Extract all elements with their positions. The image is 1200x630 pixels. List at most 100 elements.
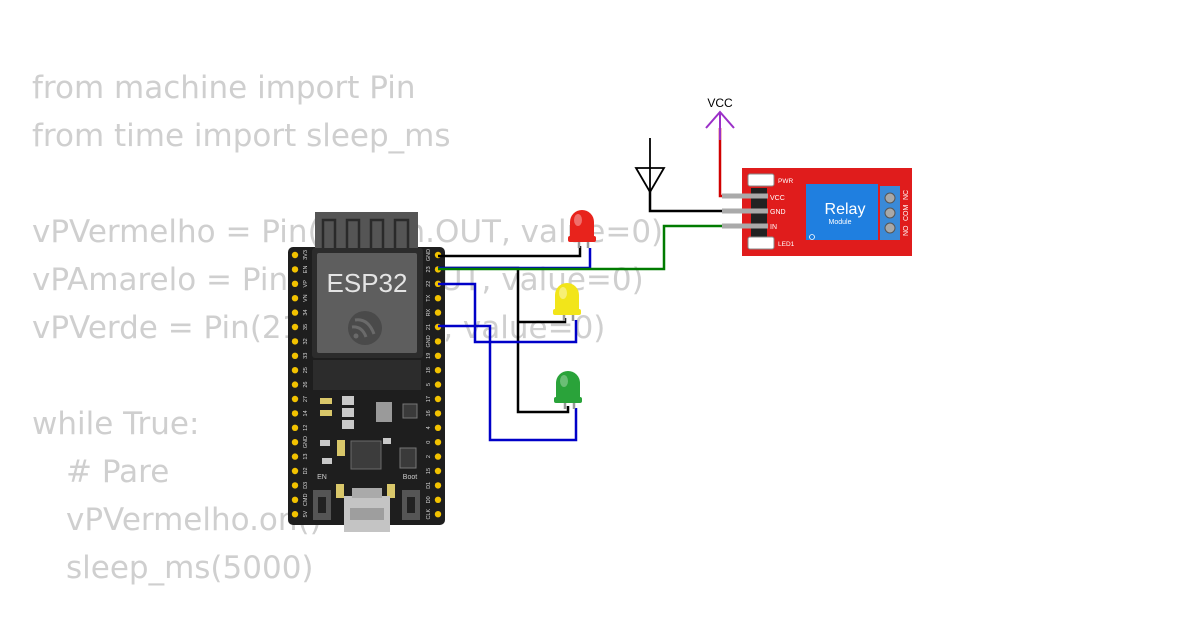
esp32-pin-pad[interactable]	[434, 467, 442, 475]
esp32-pin-label: 4	[426, 426, 432, 429]
relay-title: Relay	[825, 201, 866, 218]
relay-body	[806, 184, 878, 240]
esp32-pin-label: EN	[303, 266, 309, 274]
smd-component	[383, 438, 391, 444]
esp32-pin-pad[interactable]	[434, 482, 442, 489]
esp32-pin-label: GND	[303, 436, 309, 448]
en-button[interactable]	[313, 490, 331, 520]
esp32-pin-pad[interactable]	[291, 280, 299, 287]
esp32-pin-pad[interactable]	[434, 295, 442, 302]
esp32-pin-pad[interactable]	[291, 251, 299, 259]
esp32-pin-label: 34	[303, 310, 309, 316]
wire-relay-gnd	[648, 190, 722, 213]
esp32-pin-label: RX	[426, 308, 432, 316]
smd-component	[342, 420, 354, 429]
micro-usb-port[interactable]	[344, 488, 390, 532]
boot-button[interactable]	[402, 490, 420, 520]
esp32-pin-pad[interactable]	[291, 295, 299, 302]
esp32-pin-pad[interactable]	[291, 367, 299, 374]
esp32-pin-pad[interactable]	[434, 381, 442, 388]
led-green[interactable]	[554, 371, 582, 409]
wire-gnd-yellow-led	[518, 318, 567, 324]
esp32-pin-label: VN	[303, 294, 309, 302]
esp32-pin-label: GND	[426, 249, 432, 261]
esp32-pin-pad[interactable]	[434, 410, 442, 417]
esp32-pin-pad[interactable]	[291, 467, 299, 475]
esp32-pin-pad[interactable]	[291, 309, 299, 316]
led-yellow[interactable]	[553, 283, 581, 321]
led1-label: LED1	[778, 241, 795, 248]
terminal-label-com: COM	[903, 205, 910, 222]
smd-component	[336, 484, 344, 498]
esp32-pin-pad[interactable]	[434, 439, 442, 446]
code-line: sleep_ms(5000)	[66, 550, 314, 586]
espressif-logo-icon	[348, 311, 382, 345]
esp32-pin-pad[interactable]	[434, 511, 442, 518]
esp32-pin-pad[interactable]	[434, 367, 442, 374]
wire-signal-yellow	[438, 282, 578, 344]
esp32-pin-label: 12	[303, 425, 309, 431]
esp32-pin-label: TX	[426, 294, 432, 301]
esp32-pin-pad[interactable]	[291, 511, 299, 518]
esp32-pin-pad[interactable]	[434, 453, 442, 460]
status-led	[747, 236, 775, 250]
smd-component	[399, 447, 417, 469]
usb-uart-chip	[350, 440, 382, 470]
esp32-pin-pad[interactable]	[291, 381, 299, 388]
esp32-pin-label: 17	[426, 396, 432, 402]
esp32-pin-pad[interactable]	[291, 266, 299, 273]
smd-component	[320, 398, 332, 404]
esp32-pin-pad[interactable]	[291, 395, 299, 403]
esp32-pin-pad[interactable]	[434, 338, 442, 345]
smd-component	[402, 403, 418, 419]
esp32-pin-label: VP	[303, 280, 309, 288]
relay-dot	[809, 234, 815, 240]
esp32-pin-label: 27	[303, 396, 309, 402]
esp32-chip-label: ESP32	[327, 268, 408, 298]
esp32-pin-pad[interactable]	[291, 323, 299, 331]
esp32-pin-pad[interactable]	[291, 352, 299, 359]
pwr-label: PWR	[778, 178, 793, 185]
esp32-pin-pad[interactable]	[291, 496, 299, 503]
wire-signal-red	[438, 248, 592, 270]
relay-pin-label-gnd: GND	[770, 209, 786, 216]
wire-relay-in	[438, 224, 722, 271]
esp32-board[interactable]: 3V3ENVPVN343532332526271412GND13D2D3CMD5…	[288, 212, 445, 532]
esp32-pin-label: CLK	[426, 509, 432, 520]
esp32-pin-pad[interactable]	[291, 410, 299, 417]
smd-component	[337, 440, 345, 456]
vcc-label: VCC	[707, 96, 733, 110]
vcc-symbol: VCC	[705, 96, 735, 140]
esp32-pin-label: 5V	[303, 511, 309, 518]
esp32-pin-pad[interactable]	[291, 338, 299, 345]
relay-module[interactable]: VCC GND IN PWR LED1 Relay Module NO COM …	[722, 168, 912, 256]
esp32-pin-label: 32	[303, 338, 309, 344]
esp32-pin-label: 26	[303, 382, 309, 388]
esp32-pin-label: 35	[303, 324, 309, 330]
esp32-pin-pad[interactable]	[291, 453, 299, 460]
led-red[interactable]	[568, 210, 596, 248]
esp32-pin-pad[interactable]	[434, 395, 442, 403]
esp32-pin-label: 25	[303, 367, 309, 373]
esp32-pin-label: 22	[426, 281, 432, 287]
esp32-pin-label: D2	[303, 467, 309, 474]
terminal-label-no: NO	[903, 225, 910, 236]
code-line: # Pare	[66, 454, 170, 490]
esp32-pin-label: 2	[426, 455, 432, 458]
esp32-pin-label: 18	[426, 367, 432, 373]
esp32-pin-label: D1	[426, 482, 432, 489]
esp32-pin-pad[interactable]	[434, 424, 442, 431]
esp32-pin-pad[interactable]	[434, 309, 442, 316]
esp32-pin-label: 19	[426, 353, 432, 359]
esp32-pin-pad[interactable]	[434, 352, 442, 359]
wire-gnd-red-led	[438, 246, 582, 258]
esp32-pin-pad[interactable]	[434, 496, 442, 503]
pwr-led	[747, 173, 775, 187]
esp32-pin-pad[interactable]	[291, 424, 299, 431]
esp32-pin-pad[interactable]	[291, 482, 299, 489]
smd-component	[320, 410, 332, 416]
esp32-pin-pad[interactable]	[291, 439, 299, 446]
